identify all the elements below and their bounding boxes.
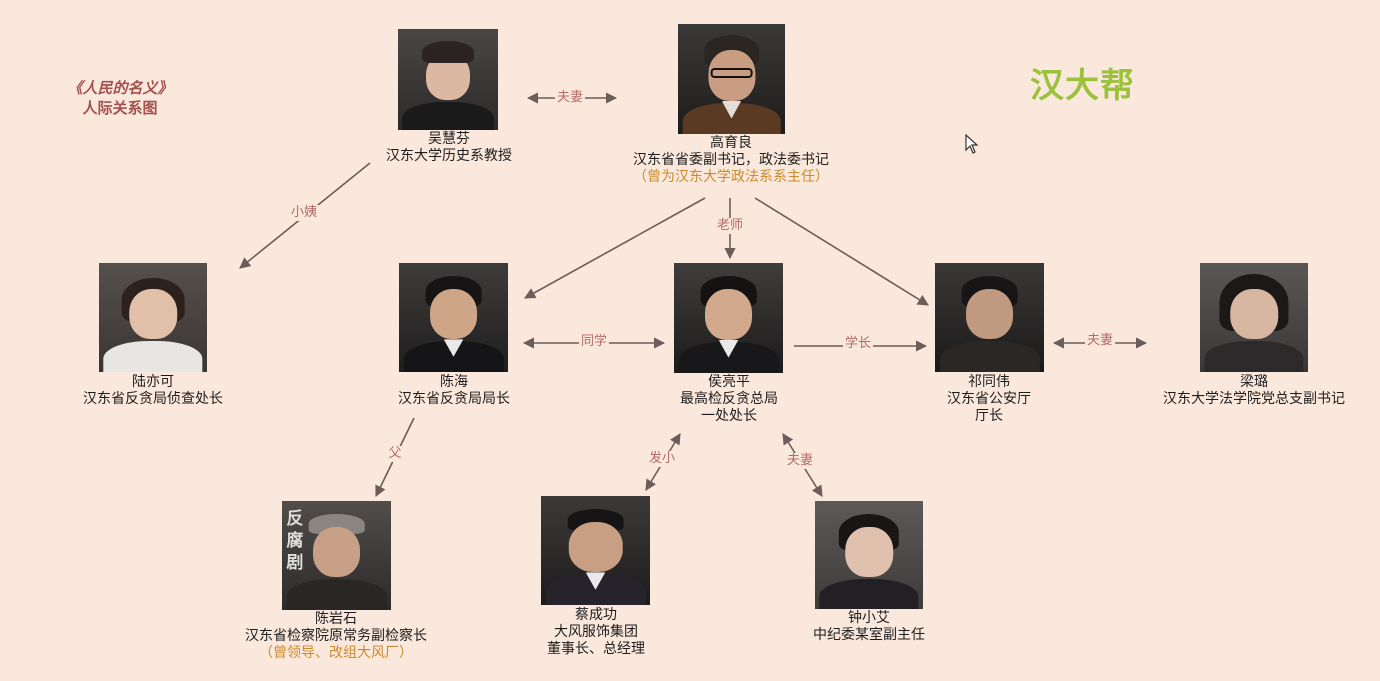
title-line-2: 人际关系图 (82, 99, 158, 117)
portrait-gao-yuliang (678, 24, 785, 134)
person-name: 侯亮平 (708, 374, 750, 390)
person-role: 最高检反贪总局 (680, 391, 778, 407)
relation-label: 夫妻 (784, 453, 816, 469)
person-name: 陈海 (440, 374, 468, 390)
caption-zhong-xiaoai: 钟小艾 中纪委某室副主任 (813, 610, 925, 644)
person-role-2: 董事长、总经理 (547, 641, 645, 657)
portrait-chen-hai (399, 263, 508, 372)
caption-chen-hai: 陈海 汉东省反贪局局长 (398, 374, 510, 408)
caption-gao-yuliang: 高育良 汉东省省委副书记，政法委书记 （曾为汉东大学政法系系主任） (633, 135, 829, 186)
caption-hou-liangping: 侯亮平 最高检反贪总局 一处处长 (680, 374, 778, 425)
person-name: 高育良 (710, 135, 752, 151)
person-role: 汉东省公安厅 (947, 391, 1031, 407)
relation-label: 父 (386, 446, 404, 462)
person-role: 汉东省反贪局局长 (398, 391, 510, 407)
person-name: 吴慧芬 (428, 131, 470, 147)
caption-qi-tongwei: 祁同伟 汉东省公安厅 厅长 (947, 374, 1031, 425)
person-note: （曾领导、改组大风厂） (259, 645, 413, 661)
caption-liang-lu: 梁璐 汉东大学法学院党总支副书记 (1163, 374, 1345, 408)
arrow-gao-chen (524, 197, 706, 299)
portrait-chen-yanshi: 反腐剧 (282, 501, 391, 610)
person-role-2: 一处处长 (701, 408, 757, 424)
title-line-1: 《人民的名义》 (67, 79, 173, 97)
portrait-lu-yike (99, 263, 207, 372)
relation-label: 同学 (578, 334, 610, 350)
portrait-wu-huifen (398, 29, 498, 130)
relation-label: 发小 (646, 451, 678, 467)
relation-label: 夫妻 (554, 90, 586, 106)
person-role: 汉东省检察院原常务副检察长 (245, 628, 427, 644)
person-name: 陆亦可 (132, 374, 174, 390)
relation-label: 夫妻 (1084, 333, 1116, 349)
portrait-hou-liangping (674, 263, 783, 373)
arrow-gao-qi (754, 197, 929, 306)
relation-label: 老师 (714, 218, 746, 234)
poster-text: 反腐剧 (286, 508, 304, 573)
person-name: 祁同伟 (968, 374, 1010, 390)
portrait-zhong-xiaoai (815, 501, 923, 609)
portrait-qi-tongwei (935, 263, 1044, 372)
person-role: 中纪委某室副主任 (813, 627, 925, 643)
diagram-title: 《人民的名义》 人际关系图 (40, 78, 200, 118)
group-label: 汉大帮 (1030, 66, 1135, 106)
relation-label: 学长 (842, 336, 874, 352)
person-role: 大风服饰集团 (554, 624, 638, 640)
person-role: 汉东省反贪局侦查处长 (83, 391, 223, 407)
portrait-cai-chenggong (541, 496, 650, 605)
person-role: 汉东大学历史系教授 (386, 148, 512, 164)
person-name: 梁璐 (1240, 374, 1268, 390)
person-role: 汉东大学法学院党总支副书记 (1163, 391, 1345, 407)
relation-label: 小姨 (288, 205, 320, 221)
caption-lu-yike: 陆亦可 汉东省反贪局侦查处长 (83, 374, 223, 408)
person-name: 蔡成功 (575, 607, 617, 623)
person-note: （曾为汉东大学政法系系主任） (633, 169, 829, 185)
caption-cai-chenggong: 蔡成功 大风服饰集团 董事长、总经理 (547, 607, 645, 658)
person-name: 陈岩石 (315, 611, 357, 627)
caption-wu-huifen: 吴慧芬 汉东大学历史系教授 (386, 131, 512, 165)
person-name: 钟小艾 (848, 610, 890, 626)
person-role-2: 厅长 (975, 408, 1003, 424)
person-role: 汉东省省委副书记，政法委书记 (633, 152, 829, 168)
portrait-liang-lu (1200, 263, 1308, 372)
mouse-pointer-icon (965, 134, 979, 154)
caption-chen-yanshi: 陈岩石 汉东省检察院原常务副检察长 （曾领导、改组大风厂） (245, 611, 427, 662)
